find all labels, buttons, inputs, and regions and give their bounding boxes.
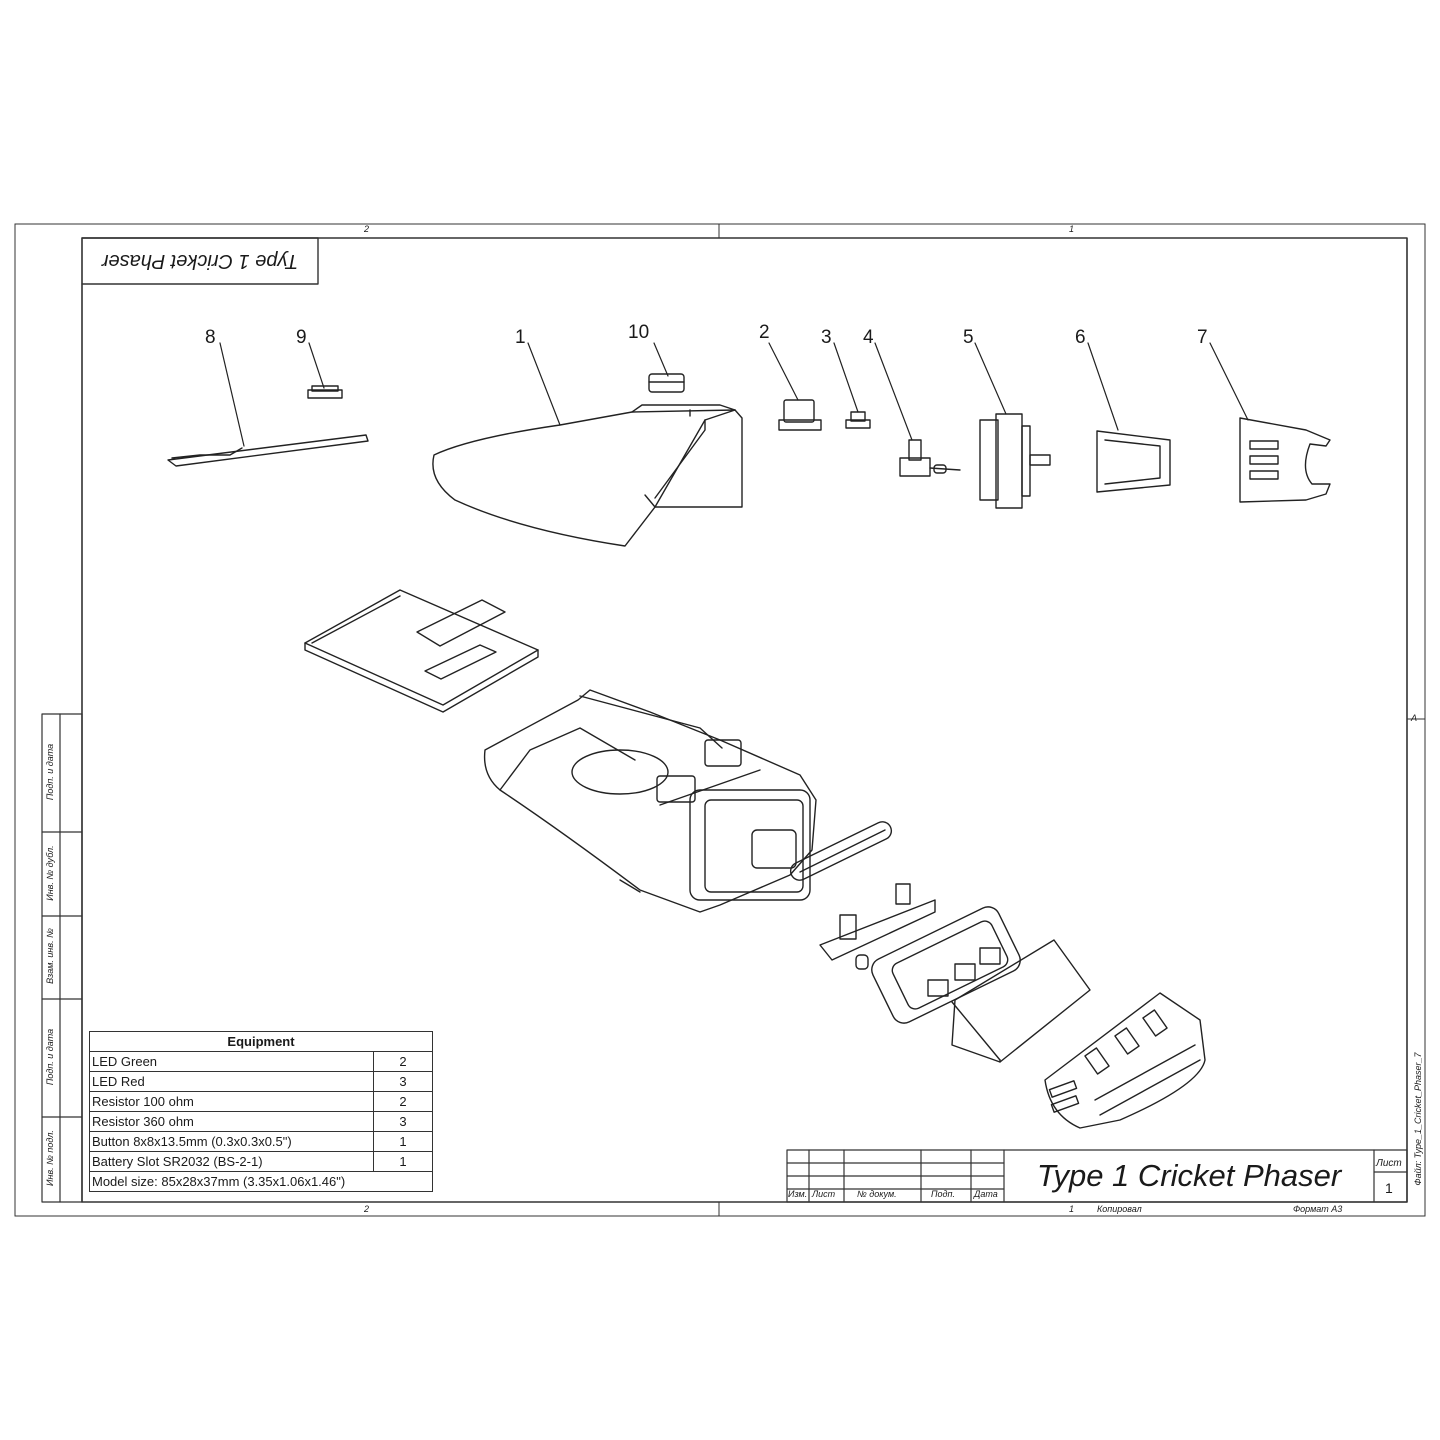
part-2-button — [778, 399, 822, 431]
col-data: Дата — [974, 1189, 998, 1199]
equipment-item: Button 8x8x13.5mm (0.3x0.3x0.5") — [89, 1131, 374, 1152]
sheet-heading-flipped: Type 1 Cricket Phaser — [101, 250, 299, 273]
col-list: Лист — [812, 1189, 836, 1199]
assembly-main-body — [483, 689, 817, 913]
callout-8: 8 — [205, 327, 216, 348]
assembly-front-cover — [1044, 992, 1206, 1129]
part-7-back-clip — [1239, 417, 1331, 503]
table-row: Model size: 85x28x37mm (3.35x1.06x1.46") — [89, 1171, 433, 1192]
part-1-top-shell — [432, 404, 743, 547]
equipment-header: Equipment — [89, 1031, 433, 1052]
part-3-small-cap — [845, 411, 871, 429]
assembly-led-bracket — [819, 883, 936, 970]
part-10-cap — [648, 373, 685, 393]
stamp-orig-inv: Инв. № подл. — [45, 1130, 55, 1186]
part-5-battery-holder — [979, 413, 1051, 509]
callout-3: 3 — [821, 327, 832, 348]
callout-5: 5 — [963, 327, 974, 348]
callout-6: 6 — [1075, 327, 1086, 348]
equipment-qty: 2 — [373, 1051, 433, 1072]
zone-top-right: 1 — [1069, 224, 1075, 234]
sheet-label: Лист — [1376, 1158, 1402, 1169]
equipment-qty: 1 — [373, 1131, 433, 1152]
equipment-item: Resistor 100 ohm — [89, 1091, 374, 1112]
callout-1: 1 — [515, 327, 526, 348]
table-row: Button 8x8x13.5mm (0.3x0.3x0.5")1 — [89, 1131, 433, 1152]
drawing-title: Type 1 Cricket Phaser — [1036, 1158, 1342, 1193]
title-block-grid — [786, 1149, 1408, 1203]
zone-bottom-left: 2 — [364, 1204, 370, 1214]
callout-2: 2 — [759, 322, 770, 343]
part-6-frame — [1096, 430, 1171, 493]
col-dokum: № докум. — [857, 1189, 897, 1199]
equipment-qty: 2 — [373, 1091, 433, 1112]
side-stamp-frame — [41, 713, 83, 1203]
part-9-key — [307, 385, 343, 399]
equipment-item: Resistor 360 ohm — [89, 1111, 374, 1132]
sheet-number: 1 — [1385, 1180, 1393, 1196]
assembly-lens-block — [951, 939, 1091, 1063]
callout-leaders — [219, 342, 1249, 447]
zone-bottom-mid: 1 — [1069, 1204, 1075, 1214]
col-podp: Подп. — [931, 1189, 955, 1199]
equipment-qty: 3 — [373, 1071, 433, 1092]
table-row: Battery Slot SR2032 (BS-2-1)1 — [89, 1151, 433, 1172]
equipment-item: LED Green — [89, 1051, 374, 1072]
equipment-item: LED Red — [89, 1071, 374, 1092]
callout-7: 7 — [1197, 327, 1208, 348]
callout-10: 10 — [628, 322, 650, 343]
assembly-pcb-plate — [304, 589, 539, 713]
part-4-switch — [899, 439, 961, 477]
callout-4: 4 — [863, 327, 874, 348]
equipment-item: Battery Slot SR2032 (BS-2-1) — [89, 1151, 374, 1172]
zone-side: A — [1411, 713, 1418, 723]
model-size: Model size: 85x28x37mm (3.35x1.06x1.46") — [89, 1171, 433, 1192]
copied-label: Копировал — [1097, 1204, 1142, 1214]
part-8-strip — [167, 434, 369, 467]
equipment-qty: 3 — [373, 1111, 433, 1132]
assembly-led-plate — [871, 906, 1021, 1024]
zone-top-left: 2 — [364, 224, 370, 234]
file-label: Файл: Type_1_Cricket_Phaser_7 — [1413, 1052, 1423, 1186]
col-izm: Изм. — [788, 1189, 808, 1199]
assembly-led-strip — [789, 821, 893, 881]
callout-9: 9 — [296, 327, 307, 348]
equipment-qty: 1 — [373, 1151, 433, 1172]
format-label: Формат A3 — [1293, 1204, 1343, 1214]
